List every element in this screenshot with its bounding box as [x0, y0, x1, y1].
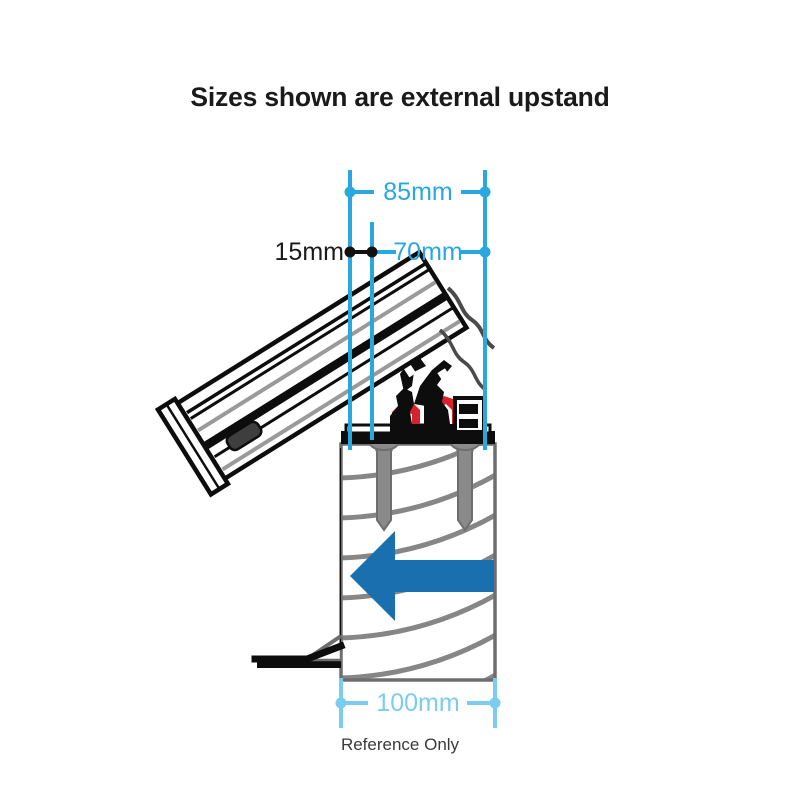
- dimension-85mm-label: 85mm: [383, 178, 452, 206]
- dimension-70mm-label: 70mm: [393, 238, 462, 266]
- dimension-15mm: 15mm: [275, 238, 378, 266]
- roof-deck: [251, 448, 346, 668]
- glazing-unit: [154, 249, 496, 498]
- dimension-70mm: 70mm: [370, 222, 491, 440]
- direction-arrow: [350, 531, 494, 621]
- reference-caption: Reference Only: [340, 735, 460, 754]
- dimension-85mm: 85mm: [344, 170, 491, 450]
- dimension-100mm: 100mm: [335, 678, 501, 728]
- dimension-15mm-label: 15mm: [275, 238, 344, 266]
- page-title: Sizes shown are external upstand: [190, 82, 610, 112]
- dimension-100mm-label: 100mm: [376, 689, 459, 717]
